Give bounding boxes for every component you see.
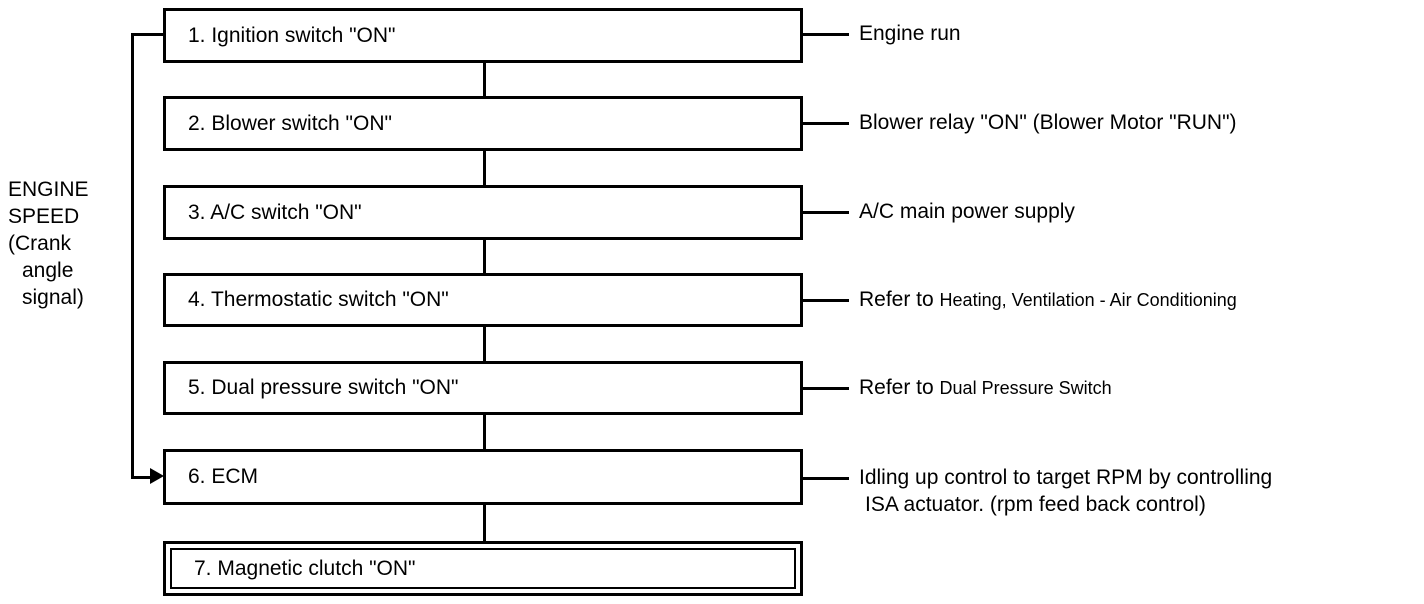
engine-speed-label-line-2: SPEED [8,205,80,228]
leader-line-6 [803,477,849,480]
note-2: Blower relay "ON" (Blower Motor "RUN") [859,109,1237,136]
step-box-2-label: 2. Blower switch "ON" [188,111,392,135]
engine-speed-label: ENGINE SPEED (Crank angle signal) [8,176,128,311]
engine-speed-label-line-3: (Crank [8,232,72,255]
step-box-7-inner-border: 7. Magnetic clutch "ON" [170,548,796,589]
leader-line-2 [803,122,849,125]
leader-line-5 [803,387,849,390]
leader-line-4 [803,299,849,302]
leader-line-3 [803,211,849,214]
note-5-reference: Dual Pressure Switch [939,378,1112,398]
note-6-text-line-1: Idling up control to target RPM by contr… [859,466,1273,489]
step-box-7[interactable]: 7. Magnetic clutch "ON" [163,541,803,596]
feedback-rail-vertical [131,33,134,479]
note-1: Engine run [859,20,961,47]
note-5-prefix: Refer to [859,376,940,399]
step-box-2[interactable]: 2. Blower switch "ON" [163,96,803,151]
note-1-text: Engine run [859,22,961,45]
engine-speed-label-line-1: ENGINE [8,178,89,201]
feedback-arrow-icon [150,468,164,484]
engine-speed-label-line-4: angle [22,259,74,282]
note-3-text: A/C main power supply [859,200,1075,223]
step-box-6-label: 6. ECM [188,465,259,488]
note-4: Refer to Heating, Ventilation - Air Cond… [859,286,1237,314]
feedback-rail-top-segment [131,33,165,36]
step-box-1-label: 1. Ignition switch "ON" [188,23,396,47]
connector-4-5 [483,327,486,361]
step-box-5[interactable]: 5. Dual pressure switch "ON" [163,361,803,415]
step-box-4-label: 4. Thermostatic switch "ON" [188,288,449,311]
connector-1-2 [483,63,486,97]
leader-line-1 [803,33,849,36]
connector-6-7 [483,505,486,541]
feedback-rail-bottom-segment [131,476,159,479]
step-box-6[interactable]: 6. ECM [163,449,803,505]
step-box-3[interactable]: 3. A/C switch "ON" [163,185,803,240]
connector-3-4 [483,240,486,274]
note-2-text: Blower relay "ON" (Blower Motor "RUN") [859,111,1237,134]
note-3: A/C main power supply [859,198,1075,225]
connector-5-6 [483,415,486,449]
connector-2-3 [483,151,486,185]
note-4-reference: Heating, Ventilation - Air Conditioning [939,290,1237,310]
note-4-prefix: Refer to [859,288,940,311]
step-box-1[interactable]: 1. Ignition switch "ON" [163,8,803,63]
note-6: Idling up control to target RPM by contr… [859,464,1272,518]
step-box-7-label: 7. Magnetic clutch "ON" [194,556,416,580]
step-box-3-label: 3. A/C switch "ON" [188,200,362,224]
step-box-5-label: 5. Dual pressure switch "ON" [188,376,459,399]
step-box-4[interactable]: 4. Thermostatic switch "ON" [163,273,803,327]
engine-speed-label-line-5: signal) [22,286,84,309]
note-6-text-line-2: ISA actuator. (rpm feed back control) [865,493,1206,516]
note-5: Refer to Dual Pressure Switch [859,374,1112,402]
